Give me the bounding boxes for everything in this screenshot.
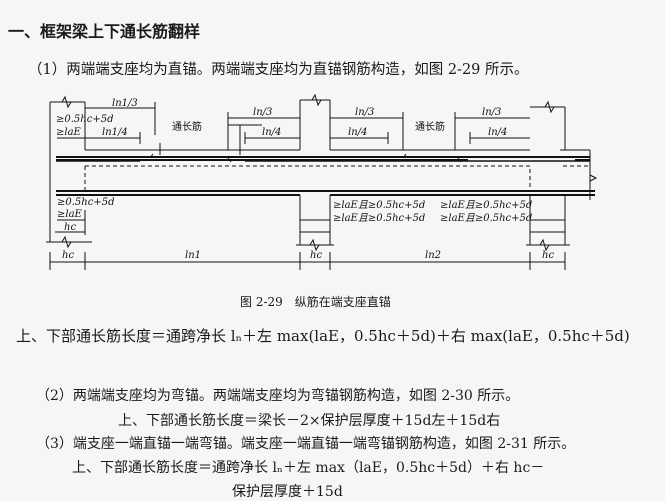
bottom-anchor-label-1: ≥0.5hc+5d xyxy=(57,197,114,208)
dashed-stirrup-zone xyxy=(84,165,590,191)
dim-ln-quarter-2: ln/4 xyxy=(348,127,367,138)
rebar-label-2: 通长筋 xyxy=(415,120,445,133)
top-anchor-label-1: ≥0.5hc+5d xyxy=(56,114,113,125)
paragraph-1: （1）两端端支座均为直锚。两端端支座均为直锚钢筋构造，如图 2-29 所示。 xyxy=(28,62,529,78)
top-anchor-label-2: ≥laE xyxy=(56,127,82,138)
hc-dim-right: hc xyxy=(542,250,554,261)
dimension-lines xyxy=(57,102,156,150)
bottom-anchor-label-2: ≥laE xyxy=(57,209,83,220)
figure-caption: 图 2-29 纵筋在端支座直锚 xyxy=(240,295,391,309)
dim-ln1-quarter: ln1/4 xyxy=(102,127,128,138)
column-upper xyxy=(299,99,566,150)
ln1-dim: ln1 xyxy=(185,250,201,261)
formula-3-line-2: 保护层厚度＋15d xyxy=(232,484,343,500)
section-heading: 一、框架梁上下通长筋翻样 xyxy=(8,22,201,41)
hc-dim-mid: hc xyxy=(310,250,322,261)
dim-ln-third-2: ln/3 xyxy=(355,107,374,118)
break-mark xyxy=(61,235,72,249)
break-mark xyxy=(61,95,72,109)
hc-dim-left: hc xyxy=(62,250,74,261)
mid-anchor-label-3: ≥laE且≥0.5hc+5d xyxy=(440,200,532,211)
left-column-outline xyxy=(46,101,92,243)
top-rebar xyxy=(56,156,590,161)
mid-anchor-label-2: ≥laE且≥0.5hc+5d xyxy=(333,213,425,224)
paragraph-3: （3）端支座一端直锚一端弯锚。端支座一端直锚一端弯锚钢筋构造，如图 2-31 所… xyxy=(36,436,576,452)
dim-ln1-third: ln1/3 xyxy=(112,98,138,109)
formula-3-line-1: 上、下部通长筋长度＝通跨净长 lₙ＋左 max（laE，0.5hc＋5d）＋右 … xyxy=(72,460,545,476)
dim-ln-third-3: ln/3 xyxy=(482,107,501,118)
paragraph-2: （2）两端端支座均为弯锚。两端端支座均为弯锚钢筋构造，如图 2-30 所示。 xyxy=(36,388,520,404)
figure-2-29-diagram: ln1/3 ln1/4 ≥0.5hc+5d ≥laE 通长筋 ln/3 ln/4… xyxy=(46,93,598,270)
dim-ln-quarter-1: ln/4 xyxy=(262,127,281,138)
rebar-label-1: 通长筋 xyxy=(172,120,202,133)
dim-ln-third-1: ln/3 xyxy=(253,107,272,118)
dim-ln-quarter-3: ln/4 xyxy=(488,127,507,138)
formula-1: 上、下部通长筋长度＝通跨净长 lₙ＋左 max(laE，0.5hc＋5d)＋右 … xyxy=(16,327,630,345)
mid-anchor-label-1: ≥laE且≥0.5hc+5d xyxy=(333,200,425,211)
formula-2: 上、下部通长筋长度＝梁长－2×保护层厚度＋15d左＋15d右 xyxy=(118,413,501,429)
bottom-rebar xyxy=(56,190,595,196)
ln2-dim: ln2 xyxy=(425,250,441,261)
hc-label-left-inner: hc xyxy=(64,222,76,233)
mid-anchor-label-4: ≥laE且≥0.5hc+5d xyxy=(440,213,532,224)
